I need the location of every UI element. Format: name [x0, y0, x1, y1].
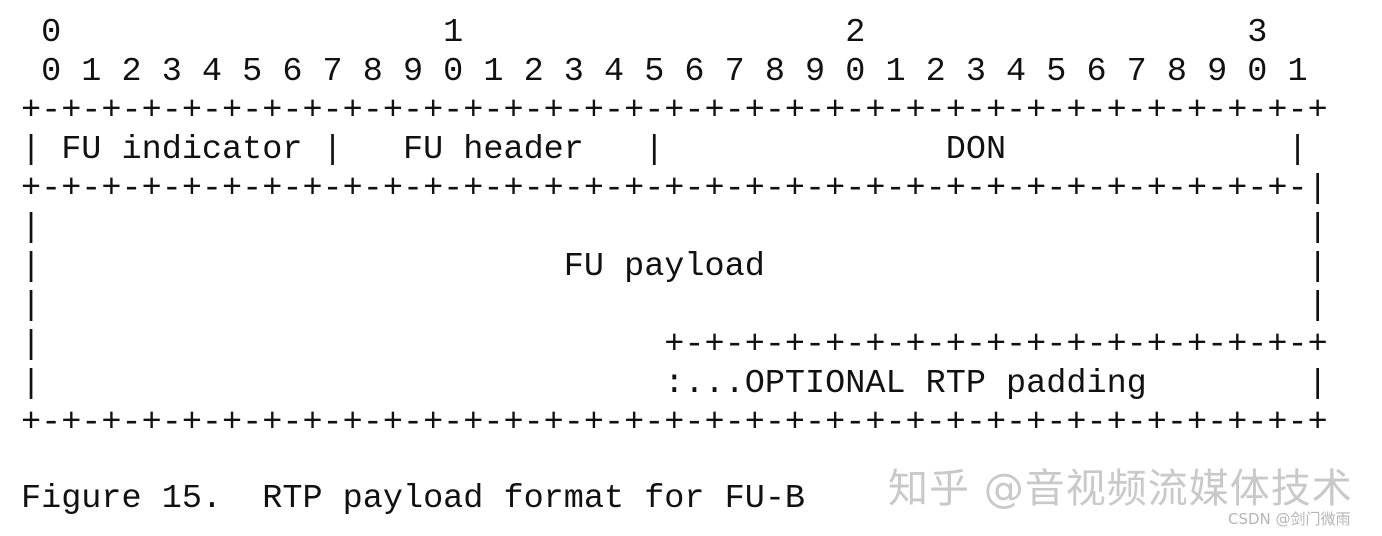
payload-row-1: | |: [21, 209, 1328, 247]
watermark-zhihu: 知乎 @音视频流媒体技术: [888, 466, 1353, 512]
payload-row-3: | |: [21, 287, 1328, 325]
padding-row: | :...OPTIONAL RTP padding |: [21, 365, 1328, 403]
packet-format-diagram: 0 1 2 3 0 1 2 3 4 5 6 7 8 9 0 1 2 3 4 5 …: [21, 14, 1328, 443]
border-bottom: +-+-+-+-+-+-+-+-+-+-+-+-+-+-+-+-+-+-+-+-…: [21, 404, 1328, 442]
bit-ones-ruler: 0 1 2 3 4 5 6 7 8 9 0 1 2 3 4 5 6 7 8 9 …: [21, 53, 1308, 91]
watermark-csdn: CSDN @剑门微雨: [1228, 510, 1351, 528]
border-top: +-+-+-+-+-+-+-+-+-+-+-+-+-+-+-+-+-+-+-+-…: [21, 92, 1328, 130]
payload-label-row: | FU payload |: [21, 248, 1328, 286]
padding-border-top: | +-+-+-+-+-+-+-+-+-+-+-+-+-+-+-+-+: [21, 326, 1328, 364]
header-fields-row: | FU indicator | FU header | DON |: [21, 131, 1308, 169]
bit-tens-ruler: 0 1 2 3: [21, 14, 1268, 52]
figure-caption: Figure 15. RTP payload format for FU-B: [21, 480, 806, 518]
border-header-bottom: +-+-+-+-+-+-+-+-+-+-+-+-+-+-+-+-+-+-+-+-…: [21, 170, 1328, 208]
